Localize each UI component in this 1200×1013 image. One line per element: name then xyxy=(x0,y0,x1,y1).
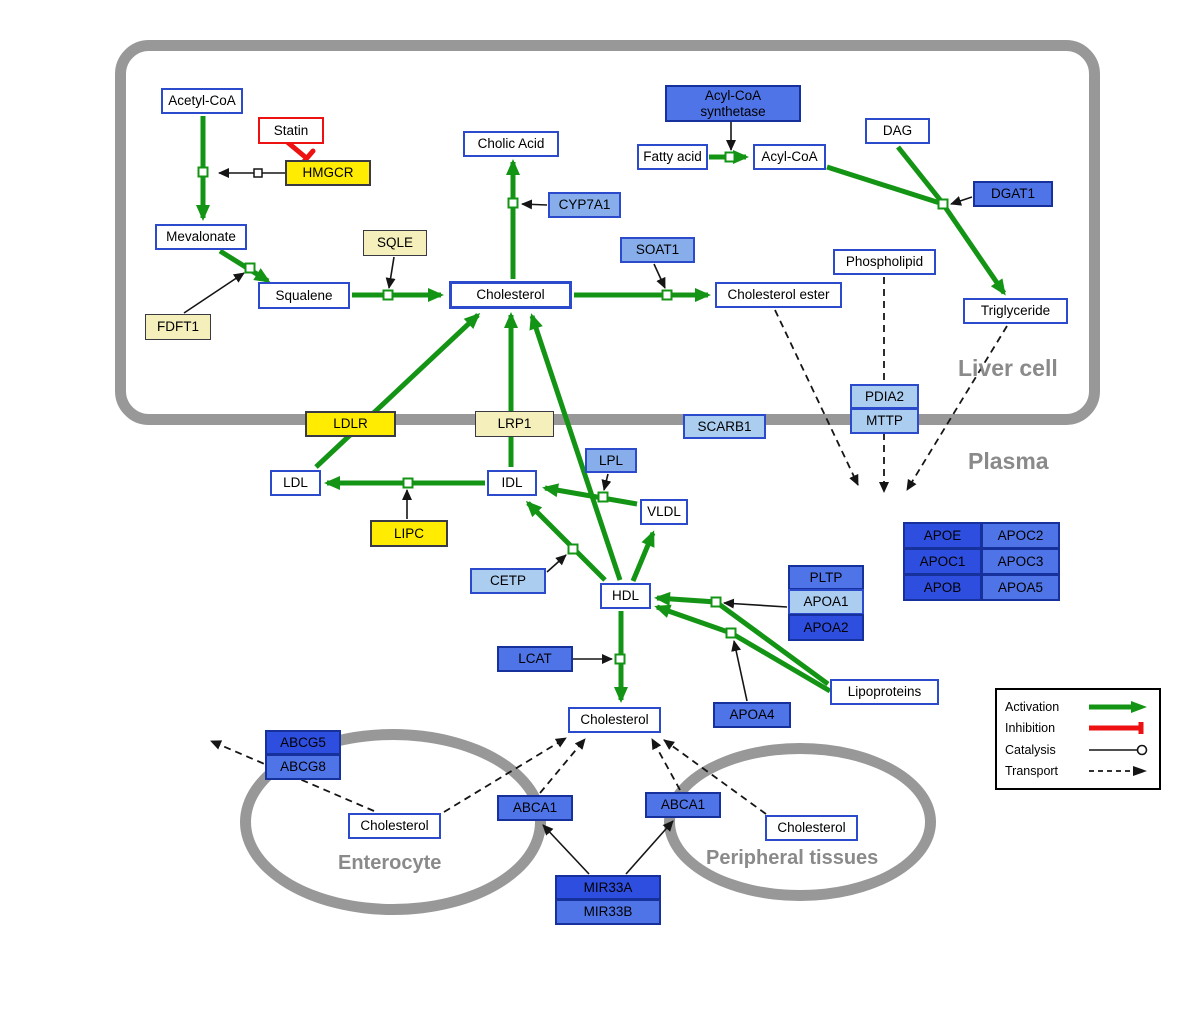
peripheral-tissues-label: Peripheral tissues xyxy=(706,847,879,869)
enterocyte-label: Enterocyte xyxy=(338,852,442,874)
node-cholesterol-peripheral[interactable]: Cholesterol xyxy=(765,815,858,841)
legend-inhibition: Inhibition xyxy=(1005,718,1151,738)
node-cholesterol-liver[interactable]: Cholesterol xyxy=(449,281,572,309)
node-triglyceride[interactable]: Triglyceride xyxy=(963,298,1068,324)
legend-activation-label: Activation xyxy=(1005,700,1060,714)
legend-activation: Activation xyxy=(1005,697,1151,717)
node-idl[interactable]: IDL xyxy=(487,470,537,496)
node-mir33b[interactable]: MIR33B xyxy=(555,899,661,925)
liver-cell-label: Liver cell xyxy=(958,355,1058,381)
node-mevalonate[interactable]: Mevalonate xyxy=(155,224,247,250)
liver-cell-membrane xyxy=(115,40,1100,425)
node-acyl-coa[interactable]: Acyl-CoA xyxy=(753,144,826,170)
legend-inhibition-label: Inhibition xyxy=(1005,721,1056,736)
node-apoe[interactable]: APOE xyxy=(903,522,982,549)
node-lipc[interactable]: LIPC xyxy=(370,520,448,547)
inhibition-tbar-icon xyxy=(1089,722,1144,735)
node-squalene[interactable]: Squalene xyxy=(258,282,350,309)
node-apoa5[interactable]: APOA5 xyxy=(981,574,1060,601)
node-abca1-right[interactable]: ABCA1 xyxy=(645,792,721,818)
node-cholesterol-plasma[interactable]: Cholesterol xyxy=(568,707,661,733)
node-ldlr[interactable]: LDLR xyxy=(305,411,396,437)
node-acyl-coa-synthetase[interactable]: Acyl-CoA synthetase xyxy=(665,85,801,122)
enterocyte-membrane xyxy=(240,729,546,915)
node-lrp1[interactable]: LRP1 xyxy=(475,411,554,437)
node-fdft1[interactable]: FDFT1 xyxy=(145,314,211,340)
activation-edges xyxy=(196,116,1007,703)
node-fatty-acid[interactable]: Fatty acid xyxy=(637,144,708,170)
node-cholesterol-enterocyte[interactable]: Cholesterol xyxy=(348,813,441,839)
transport-arrow-icon xyxy=(1089,765,1147,776)
plasma-label: Plasma xyxy=(968,448,1049,474)
node-cetp[interactable]: CETP xyxy=(470,568,546,594)
node-lipoproteins[interactable]: Lipoproteins xyxy=(830,679,939,705)
node-ldl[interactable]: LDL xyxy=(270,470,321,496)
catalysis-edges xyxy=(183,122,973,875)
node-abcg8[interactable]: ABCG8 xyxy=(265,754,341,780)
node-hmgcr[interactable]: HMGCR xyxy=(285,160,371,186)
node-mttp[interactable]: MTTP xyxy=(850,408,919,434)
node-statin[interactable]: Statin xyxy=(258,117,324,144)
node-dag[interactable]: DAG xyxy=(865,118,930,144)
legend-catalysis: Catalysis xyxy=(1005,740,1151,760)
node-sqle[interactable]: SQLE xyxy=(363,230,427,256)
node-abcg5[interactable]: ABCG5 xyxy=(265,730,341,755)
node-apoa2[interactable]: APOA2 xyxy=(788,614,864,641)
node-mir33a[interactable]: MIR33A xyxy=(555,875,661,900)
node-dgat1[interactable]: DGAT1 xyxy=(973,181,1053,207)
node-acetyl-coa[interactable]: Acetyl-CoA xyxy=(161,88,243,114)
node-cyp7a1[interactable]: CYP7A1 xyxy=(548,192,621,218)
node-cholesterol-ester[interactable]: Cholesterol ester xyxy=(715,282,842,308)
node-lcat[interactable]: LCAT xyxy=(497,646,573,672)
catalysis-marker-square xyxy=(253,168,263,178)
node-phospholipid[interactable]: Phospholipid xyxy=(833,249,936,275)
legend-catalysis-label: Catalysis xyxy=(1005,742,1056,757)
legend-transport-label: Transport xyxy=(1005,763,1059,778)
node-lpl[interactable]: LPL xyxy=(585,448,637,473)
node-abca1-left[interactable]: ABCA1 xyxy=(497,795,573,821)
node-apoc2[interactable]: APOC2 xyxy=(981,522,1060,549)
node-cholic-acid[interactable]: Cholic Acid xyxy=(463,131,559,157)
node-pdia2[interactable]: PDIA2 xyxy=(850,384,919,409)
node-apob[interactable]: APOB xyxy=(903,574,982,601)
node-scarb1[interactable]: SCARB1 xyxy=(683,414,766,439)
node-vldl[interactable]: VLDL xyxy=(640,499,688,525)
catalysis-circle-icon xyxy=(1089,744,1148,755)
node-pltp[interactable]: PLTP xyxy=(788,565,864,590)
node-soat1[interactable]: SOAT1 xyxy=(620,237,695,263)
legend-transport: Transport xyxy=(1005,761,1151,781)
node-apoc1[interactable]: APOC1 xyxy=(903,548,982,575)
node-apoa4[interactable]: APOA4 xyxy=(713,702,791,728)
reaction-nodes xyxy=(197,151,949,665)
node-apoc3[interactable]: APOC3 xyxy=(981,548,1060,575)
legend: Activation Inhibition Catalysis Transpor… xyxy=(995,688,1161,790)
node-hdl[interactable]: HDL xyxy=(600,583,651,609)
activation-arrow-icon xyxy=(1089,701,1147,713)
node-apoa1[interactable]: APOA1 xyxy=(788,589,864,615)
